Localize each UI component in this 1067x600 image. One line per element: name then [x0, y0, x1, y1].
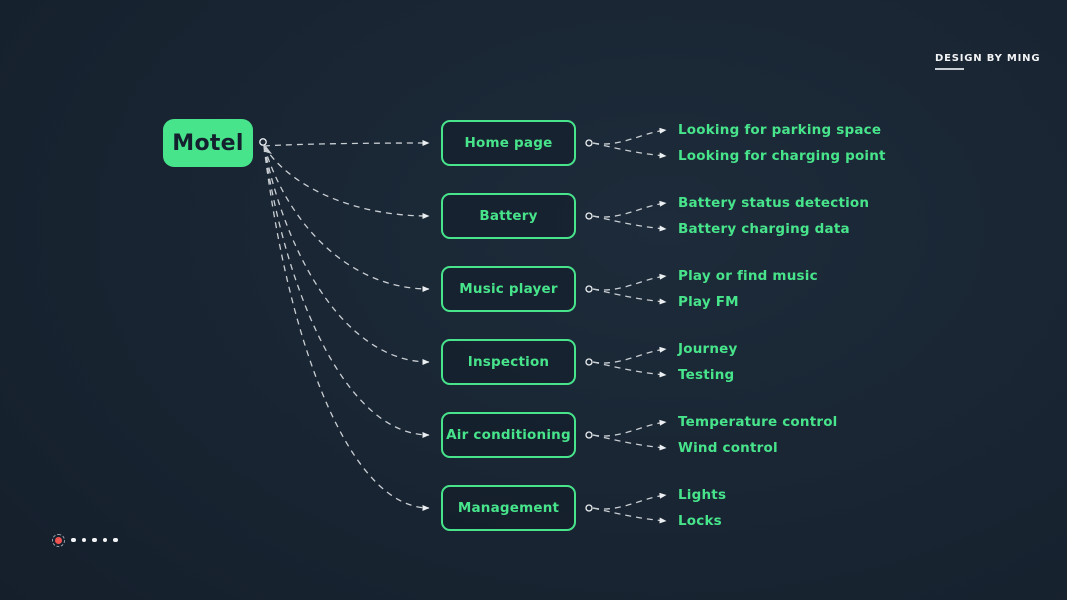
leaf-item-testing[interactable]: Testing — [678, 367, 735, 383]
branch-node-inspection[interactable]: Inspection — [441, 339, 576, 385]
leaf-item-wind-control[interactable]: Wind control — [678, 440, 778, 456]
leaf-item-lights[interactable]: Lights — [678, 487, 727, 503]
connector-dot — [585, 139, 593, 147]
carousel-dot[interactable] — [92, 537, 97, 543]
leaf-item-locks[interactable]: Locks — [678, 513, 722, 529]
connector-dot — [585, 431, 593, 439]
connector-path — [592, 361, 667, 378]
branch-node-air-conditioning[interactable]: Air conditioning — [441, 412, 576, 458]
connector-dot — [585, 358, 593, 366]
connector-path — [592, 507, 667, 524]
root-node-label: Motel — [172, 130, 244, 156]
connector-path — [592, 127, 667, 145]
active-dot — [55, 536, 62, 544]
carousel-dot[interactable] — [71, 537, 76, 543]
connector-path — [592, 288, 667, 305]
connector-path — [263, 140, 430, 147]
carousel-dot[interactable] — [81, 537, 86, 543]
leaf-item-play-or-find-music[interactable]: Play or find music — [678, 268, 818, 284]
leaf-item-battery-charging-data[interactable]: Battery charging data — [678, 221, 850, 237]
watermark-label: DESIGN BY MING — [935, 53, 1041, 64]
root-node[interactable]: Motel — [163, 119, 253, 167]
watermark-underline — [935, 68, 964, 70]
branch-node-label: Home page — [464, 135, 553, 151]
connector-path — [592, 434, 667, 451]
carousel-dots[interactable] — [52, 532, 118, 548]
connector-dot — [585, 504, 593, 512]
branch-node-label: Air conditioning — [446, 427, 571, 443]
branch-node-label: Battery — [479, 208, 538, 224]
branch-node-management[interactable]: Management — [441, 485, 576, 531]
connector-dot — [585, 212, 593, 220]
connector-path — [263, 145, 430, 511]
leaf-item-looking-for-charging-point[interactable]: Looking for charging point — [678, 148, 886, 164]
connector-path — [592, 142, 667, 159]
carousel-dot-active[interactable] — [52, 533, 65, 547]
connector-path — [592, 492, 667, 510]
connector-path — [263, 145, 430, 438]
connector-path — [263, 145, 430, 219]
branch-node-home-page[interactable]: Home page — [441, 120, 576, 166]
leaf-item-journey[interactable]: Journey — [678, 341, 738, 357]
leaf-item-temperature-control[interactable]: Temperature control — [678, 414, 838, 430]
branch-node-label: Inspection — [467, 354, 550, 370]
branch-node-label: Management — [457, 500, 560, 516]
branch-node-music-player[interactable]: Music player — [441, 266, 576, 312]
connector-path — [263, 145, 430, 292]
connector-path — [592, 346, 667, 364]
branch-node-label: Music player — [459, 281, 558, 297]
carousel-dot[interactable] — [113, 537, 118, 543]
leaf-item-looking-for-parking-space[interactable]: Looking for parking space — [678, 122, 882, 138]
leaf-item-battery-status-detection[interactable]: Battery status detection — [678, 195, 870, 211]
carousel-dot[interactable] — [102, 537, 107, 543]
connector-path — [263, 145, 430, 365]
connector-path — [592, 273, 667, 291]
connector-path — [592, 200, 667, 218]
connector-path — [592, 215, 667, 232]
connector-dot — [259, 138, 267, 146]
connector-path — [592, 419, 667, 437]
branch-node-battery[interactable]: Battery — [441, 193, 576, 239]
leaf-item-play-fm[interactable]: Play FM — [678, 294, 739, 310]
watermark: DESIGN BY MING — [935, 53, 1040, 70]
connector-dot — [585, 285, 593, 293]
